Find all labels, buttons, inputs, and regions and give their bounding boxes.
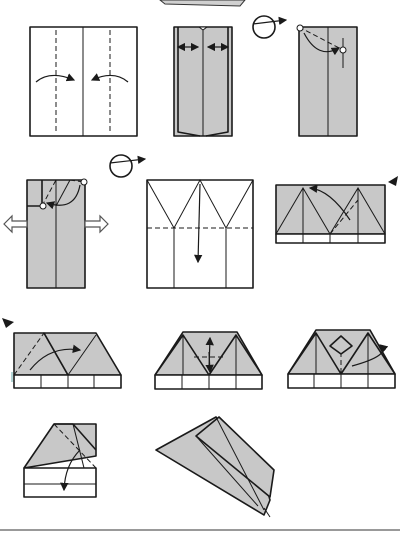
step-3-fold-corner-down [296,24,358,137]
top-corner-shape [159,0,246,7]
turn-over-icon [252,15,288,39]
step-10-fold-wing-down [23,423,97,498]
outline-arrow-icon [84,214,109,234]
pivot-point-icon [339,46,347,54]
outline-arrow-icon [3,214,28,234]
turn-over-icon [388,176,398,186]
step-9-fold-in-half [287,329,396,389]
step-7-fold-flap-up [2,318,122,389]
step-4-open-and-flatten [3,178,109,289]
step-8-fold-tip-up [154,331,263,390]
step-6-turn-over-fold [275,176,398,244]
step-11-finished-plane [155,416,275,518]
step-1-fold-edges-to-center [29,26,138,137]
pivot-point-icon [296,24,304,32]
step-5-fold-triangle-down [146,178,254,289]
step-2-unfold-edges [173,26,233,137]
turn-over-icon [109,154,147,178]
